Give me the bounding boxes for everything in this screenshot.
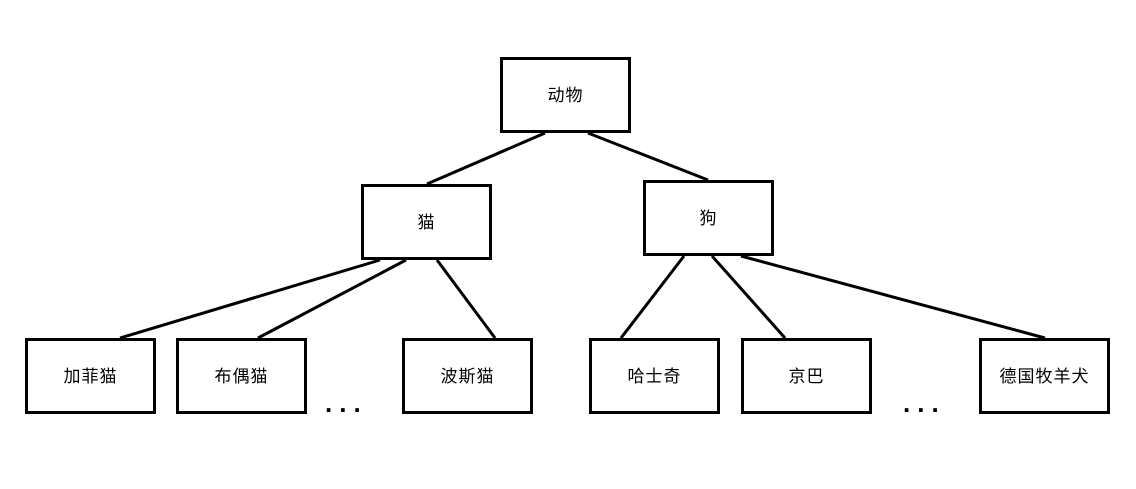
node-label: 加菲猫 <box>63 366 118 386</box>
node-label: 狗 <box>699 208 718 228</box>
node-label: 动物 <box>547 85 584 105</box>
edge-dog-shepherd <box>740 254 1046 340</box>
node-label: 哈士奇 <box>627 366 682 386</box>
edge-cat-garfield <box>119 258 381 340</box>
edge-cat-persian <box>435 259 497 339</box>
node-animal[interactable]: 动物 <box>500 57 631 133</box>
edge-cat-ragdoll <box>257 258 407 340</box>
node-pekingese[interactable]: 京巴 <box>741 338 872 414</box>
node-dog[interactable]: 狗 <box>643 180 774 256</box>
node-label: 德国牧羊犬 <box>999 366 1090 386</box>
edge-dog-pekingese <box>710 255 787 339</box>
edge-animal-cat <box>426 131 546 186</box>
node-ragdoll[interactable]: 布偶猫 <box>176 338 307 414</box>
ellipsis-dog-more: ... <box>903 388 946 418</box>
ellipsis-cat-more: ... <box>325 388 368 418</box>
node-garfield[interactable]: 加菲猫 <box>25 338 156 414</box>
node-husky[interactable]: 哈士奇 <box>589 338 720 414</box>
node-shepherd[interactable]: 德国牧羊犬 <box>979 338 1110 414</box>
node-label: 京巴 <box>788 366 825 386</box>
node-label: 布偶猫 <box>214 366 269 386</box>
edge-animal-dog <box>587 131 709 182</box>
node-cat[interactable]: 猫 <box>361 184 492 260</box>
node-label: 猫 <box>417 212 436 232</box>
edge-dog-husky <box>619 255 686 339</box>
node-label: 波斯猫 <box>440 366 495 386</box>
node-persian[interactable]: 波斯猫 <box>402 338 533 414</box>
